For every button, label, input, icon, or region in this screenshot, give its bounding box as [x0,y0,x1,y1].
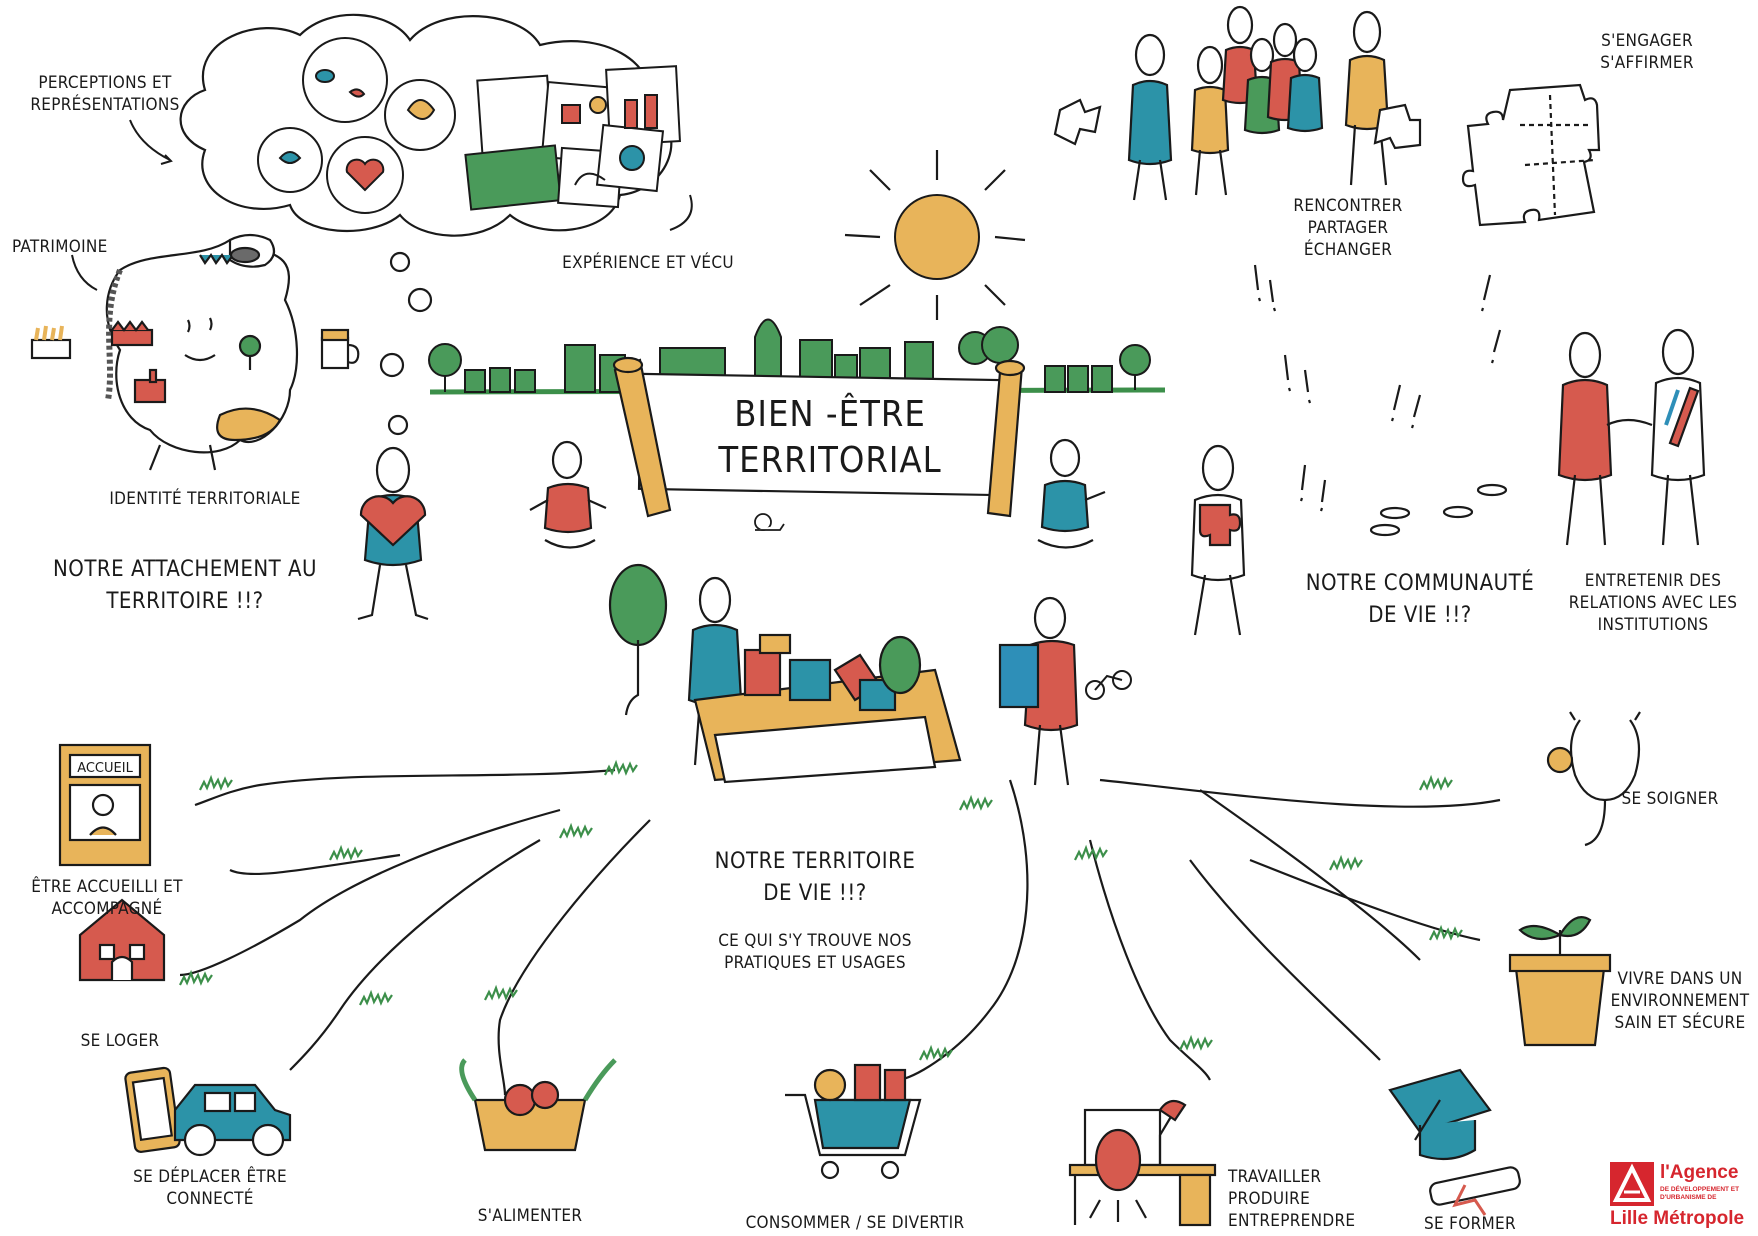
group-people-icon [1053,5,1422,201]
phone-icon [124,1066,181,1153]
cart-icon [785,1063,922,1180]
house-icon [78,898,166,982]
desk-icon [1068,1099,1217,1227]
region-map-icon [30,233,360,471]
label-experience: EXPÉRIENCE ET VÉCU [562,253,734,273]
label-alimenter: S'ALIMENTER [477,1206,583,1226]
photo-frames-icon [464,65,681,211]
accueil-window-icon [58,743,152,867]
label-rencontrer: RENCONTRER PARTAGER ÉCHANGER [1293,196,1403,260]
arrow-experience [669,194,693,231]
tree-icon [608,563,668,716]
grass-tufts [178,761,1464,1062]
page-title: BIEN -ÊTRE TERRITORIAL [718,394,942,481]
roots-icon [179,768,1501,1096]
accueil-sign-text: ACCUEIL [77,761,133,776]
section-territory-sub: CE QUI S'Y TROUVE NOS PRATIQUES ET USAGE… [718,931,912,973]
section-territory: NOTRE TERRITOIRE DE VIE !!? [714,849,916,906]
label-relations: ENTRETENIR DES RELATIONS AVEC LES INSTIT… [1568,571,1738,635]
graduation-cap-icon [1388,1068,1521,1216]
person-sitting-right-icon [1037,438,1106,549]
label-travailler: TRAVAILLER PRODUIRE ENTREPRENDRE [1228,1167,1356,1231]
label-consommer: CONSOMMER / SE DIVERTIR [745,1213,965,1233]
label-loger: SE LOGER [80,1031,160,1051]
section-attachment: NOTRE ATTACHEMENT AU TERRITOIRE !!? [52,557,318,614]
logo-line2: de développement et d'urbanisme de [1660,1186,1740,1201]
label-soigner: SE SOIGNER [1621,789,1719,809]
agence-logo-mark-icon [1610,1162,1654,1206]
perception-gears-icon [257,37,456,214]
basket-icon [459,1058,617,1152]
logo-line3: Lille Métropole [1610,1208,1745,1229]
label-vivre: VIVRE DANS UN ENVIRONNEMENT SAIN ET SÉCU… [1610,969,1750,1033]
section-community: NOTRE COMMUNAUTÉ DE VIE !!? [1305,571,1535,628]
car-icon [173,1083,292,1157]
label-patrimoine: PATRIMOINE [12,237,108,257]
arrow-perceptions [129,119,171,161]
agence-logo: l'Agence de développement et d'urbanisme… [1610,1162,1750,1232]
plant-pot-icon [1508,916,1612,1047]
person-heart-icon [357,446,429,621]
puzzle-icon [1461,83,1601,227]
exclamation-marks-icon [1253,264,1508,537]
box-icon [693,633,962,784]
arrow-patrimoine [71,254,98,291]
label-former: SE FORMER [1424,1214,1516,1234]
banner-icon [612,356,1026,518]
person-sitting-left-icon [529,440,607,549]
person-box-right-icon [998,596,1079,786]
handshake-icon [1557,328,1706,546]
logo-line1: l'Agence [1660,1162,1739,1183]
person-puzzle-icon [1190,444,1246,636]
label-identite: IDENTITÉ TERRITORIALE [109,489,301,509]
sun-icon [844,150,1026,320]
label-perceptions: PERCEPTIONS ET REPRÉSENTATIONS [30,73,180,115]
label-accueilli: ÊTRE ACCUEILLI ET ACCOMPAGNÉ [31,877,183,919]
bike-icon [1085,670,1132,700]
label-engager: S'ENGAGER S'AFFIRMER [1600,31,1694,73]
stethoscope-icon [1546,711,1641,847]
snail-icon [754,513,785,531]
label-deplacer: SE DÉPLACER ÊTRE CONNECTÉ [133,1167,287,1209]
